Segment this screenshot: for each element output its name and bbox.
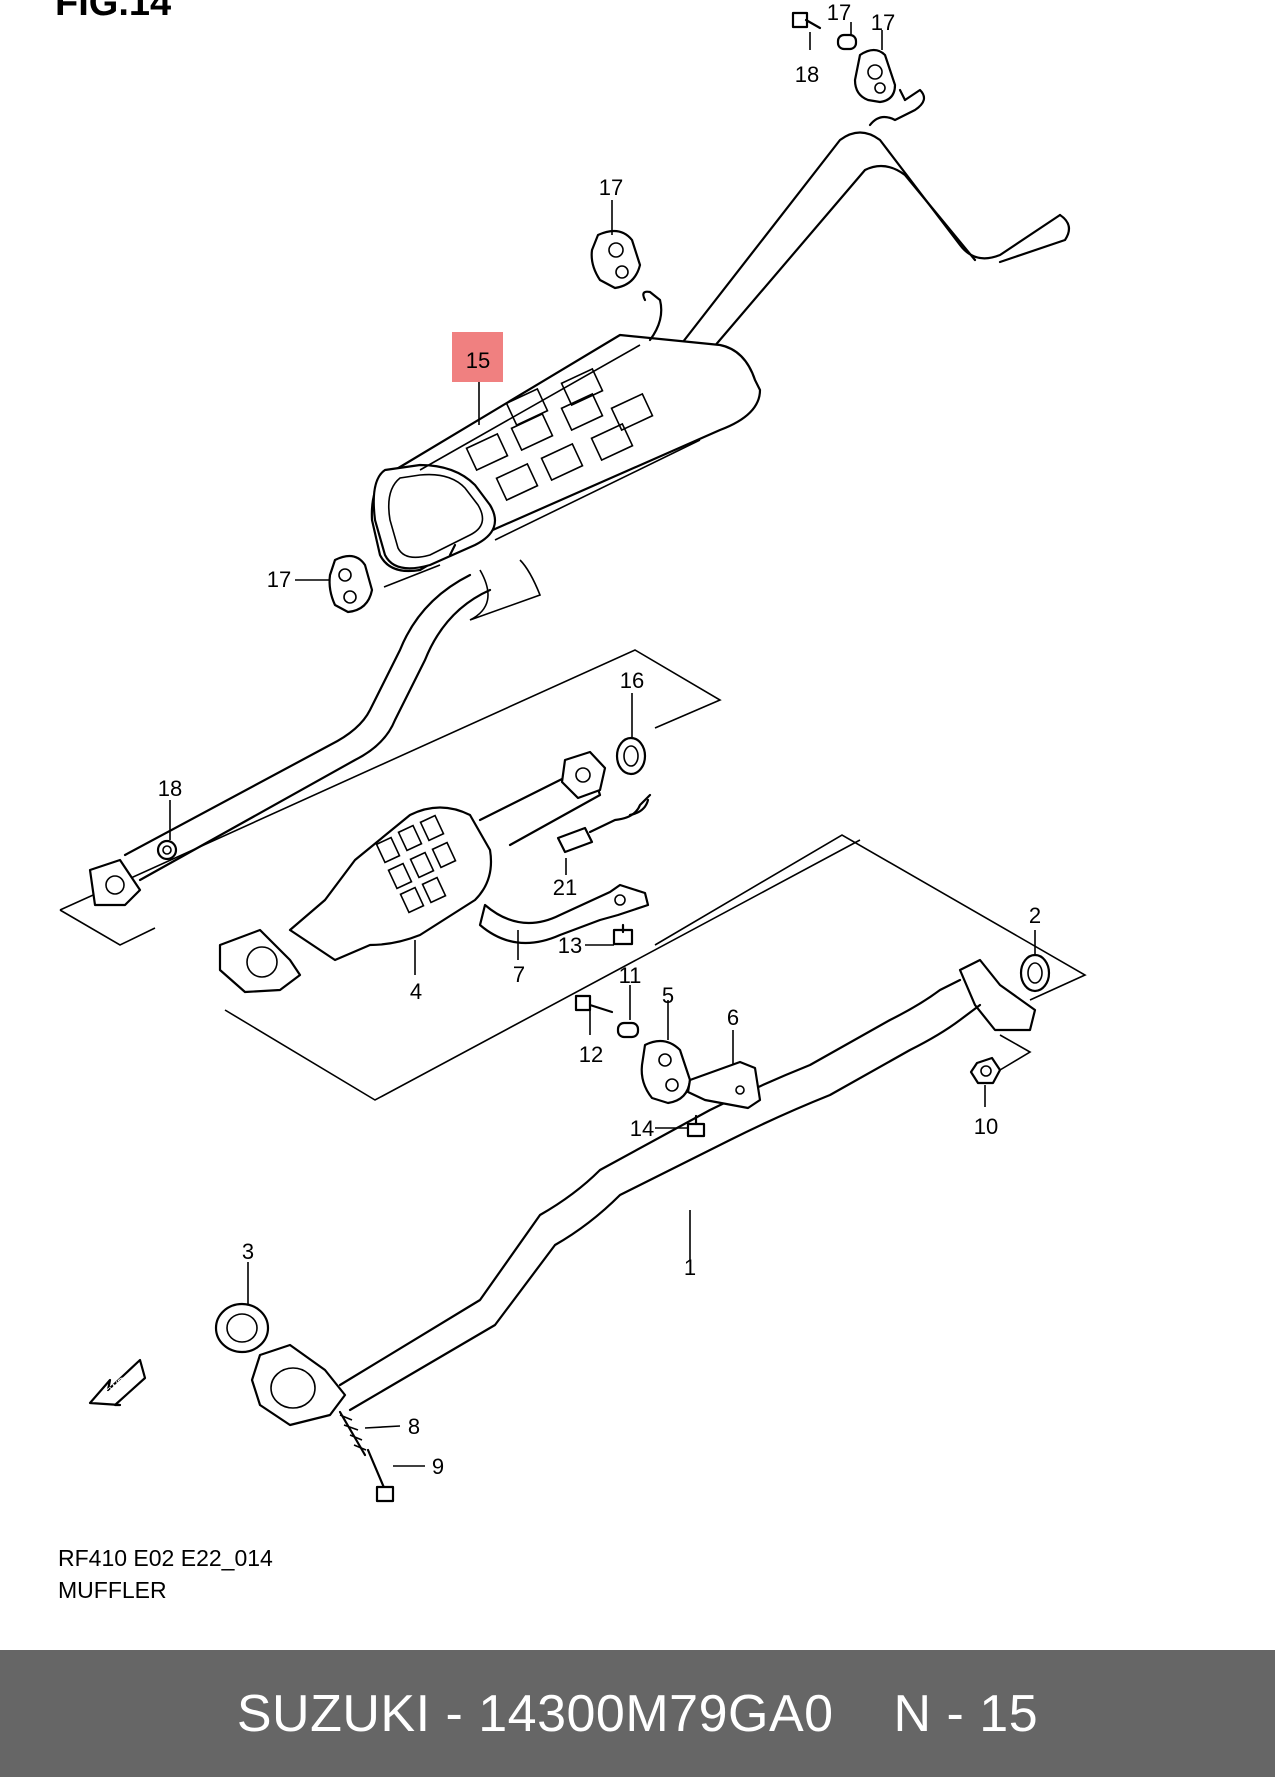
- callout-17: 17: [871, 10, 895, 35]
- rubber-hanger-top: [853, 48, 897, 104]
- bracket-7: [478, 883, 650, 945]
- rubber-hanger-left: [328, 554, 374, 614]
- bolt-14: [686, 1114, 706, 1138]
- spring-8: [338, 1410, 367, 1457]
- callout-14: 14: [630, 1116, 654, 1141]
- collar-19: [836, 33, 858, 51]
- callout-4: 4: [410, 979, 422, 1004]
- callout-15: 15: [466, 348, 490, 373]
- callout-9: 9: [432, 1454, 444, 1479]
- muffler-15: [370, 290, 762, 621]
- rubber-hanger-5: [640, 1039, 692, 1105]
- catalyst-group-box: [59, 649, 861, 1101]
- callout-17: 17: [599, 175, 623, 200]
- callout-2: 2: [1029, 903, 1041, 928]
- figure-title: FIG.14: [55, 0, 172, 24]
- collar-11: [616, 1021, 640, 1039]
- footer-brand-part: SUZUKI - 14300M79GA0: [236, 1684, 834, 1743]
- callout-12: 12: [579, 1042, 603, 1067]
- oxygen-sensor-21: [556, 793, 652, 854]
- callout-1: 1: [684, 1255, 696, 1280]
- exploded-parts-diagram: FWD 17 17 18 17 15 17 17: [59, 0, 1087, 1503]
- callout-13: 13: [558, 933, 582, 958]
- highlight-box-15: [452, 332, 503, 382]
- nut-18: [156, 839, 178, 861]
- center-pipe: [123, 573, 492, 882]
- gasket-3: [214, 1302, 270, 1354]
- callout-8: 8: [408, 1414, 420, 1439]
- leader-lines: [169, 22, 1036, 1467]
- bolt-9: [366, 1448, 395, 1503]
- front-flange: [88, 858, 142, 907]
- tail-pipe: [663, 88, 1071, 377]
- callout-labels: 17 17 18 17 15 17 17 16 18 17 18 18 21 4…: [158, 0, 1041, 1479]
- callout-5: 5: [662, 983, 674, 1008]
- front-pipe-group-box: [654, 834, 1087, 1071]
- callout-7: 7: [513, 962, 525, 987]
- rear-flange: [250, 1343, 347, 1427]
- callout-16: 16: [620, 668, 644, 693]
- callout-3: 3: [242, 1239, 254, 1264]
- callout-6: 6: [727, 1005, 739, 1030]
- footer-bar: SUZUKI - 14300M79GA0 N - 15: [0, 1650, 1275, 1777]
- gasket-16: [615, 736, 647, 776]
- footer-ref: N - 15: [893, 1684, 1039, 1743]
- callout-20: 18: [795, 62, 819, 87]
- rubber-hanger-middle: [590, 229, 642, 290]
- callout-21: 21: [553, 875, 577, 900]
- front-pipe-1: [338, 958, 1037, 1412]
- forward-direction-arrow: FWD: [88, 1358, 147, 1407]
- nut-10: [969, 1056, 1002, 1085]
- bracket-6: [686, 1060, 762, 1110]
- callout-19: 17: [827, 0, 851, 25]
- callout-11: 11: [619, 963, 642, 988]
- bolt-20: [791, 11, 822, 30]
- callout-10: 10: [974, 1114, 998, 1139]
- callout-18: 18: [158, 776, 182, 801]
- callout-17: 17: [267, 567, 291, 592]
- catalytic-converter-4: [218, 750, 607, 994]
- diagram-code: RF410 E02 E22_014: [58, 1545, 273, 1571]
- diagram-name: MUFFLER: [58, 1577, 167, 1603]
- bolt-12: [574, 994, 614, 1014]
- bolt-13: [612, 923, 634, 946]
- gasket-2: [1019, 953, 1051, 993]
